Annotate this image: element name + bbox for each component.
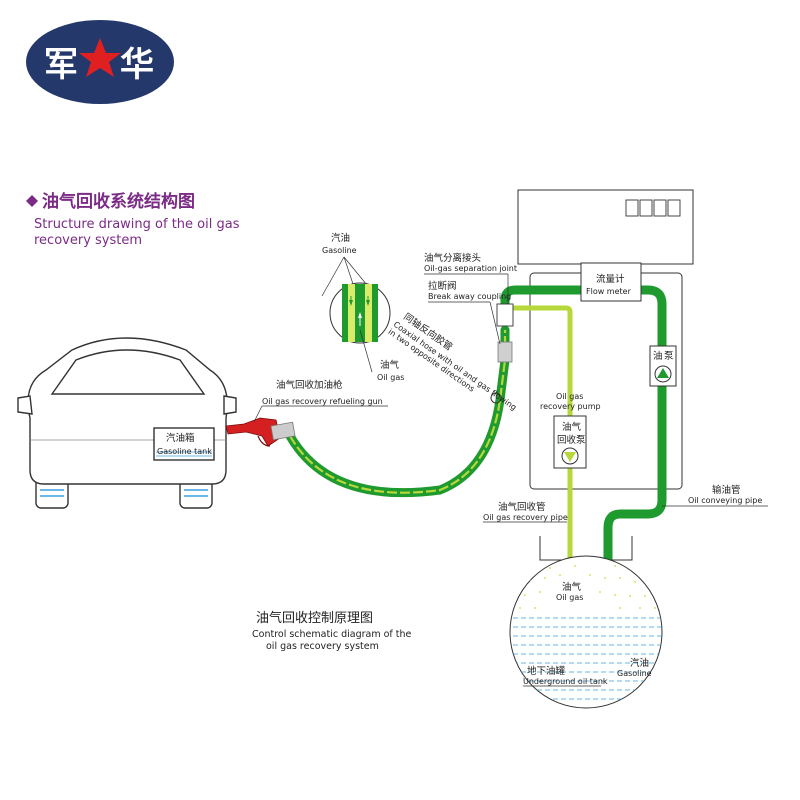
diagram-title: 油气回收系统结构图 Structure drawing of the oil g… [26, 191, 240, 248]
tank-liquid [510, 565, 662, 700]
title-en-line1: Structure drawing of the oil gas [34, 217, 240, 232]
arrow-down-icon [349, 300, 353, 306]
flow-meter [580, 262, 642, 302]
pump-down-arrow-icon [564, 452, 576, 462]
underground-tank [509, 536, 663, 709]
dispenser-top-display [517, 189, 694, 265]
breakaway-cn: 拉断阀 [428, 280, 457, 292]
flowmeter-en: Flow meter [586, 287, 632, 296]
oilpump-cn1: 油 [653, 350, 663, 362]
car-windshield [50, 349, 206, 395]
logo-right-char: 华 [120, 45, 154, 85]
gasoline-tank-box [153, 427, 215, 461]
coaxial-hose [285, 325, 510, 498]
tank-oilgas-en: Oil gas [556, 593, 583, 602]
pump-en1: Oil gas [556, 392, 583, 401]
dispenser [517, 189, 694, 490]
car [17, 337, 237, 509]
separation-cn: 油气分离接头 [424, 252, 481, 264]
gun-label-en: Oil gas recovery refueling gun [262, 397, 383, 406]
star-icon [79, 38, 121, 77]
pump-cn1: 油气 [562, 421, 582, 433]
underground-en: Underground oil tank [523, 677, 608, 686]
logo-left-char: 军 [44, 45, 78, 85]
oil-conveying-pipe [500, 285, 667, 675]
tank-gasoline-en: Gasoline [617, 669, 652, 678]
caption-en-line2: oil gas recovery system [266, 641, 379, 652]
caption-en-line1: Control schematic diagram of the [252, 629, 412, 640]
oilpump-cn2: 泵 [664, 351, 674, 362]
hose-detail: 汽油 Gasoline 油气 Oil gas [321, 232, 404, 382]
tank-label-en: Gasoline tank [157, 447, 212, 456]
separation-en: Oil-gas separation joint [424, 264, 517, 273]
title-cn: 油气回收系统结构图 [42, 191, 195, 212]
gasoline-top-en: Gasoline [322, 246, 357, 255]
recovery-pipe-en: Oil gas recovery pipe [483, 513, 568, 522]
gun-label-cn: 油气回收加油枪 [276, 379, 343, 391]
diamond-bullet-icon [26, 195, 38, 207]
breakaway-coupling [497, 341, 513, 363]
tank-label-cn: 汽油箱 [166, 432, 195, 444]
control-caption: 油气回收控制原理图 Control schematic diagram of t… [252, 610, 412, 652]
caption-cn: 油气回收控制原理图 [256, 610, 373, 626]
pump-en2: recovery pump [540, 402, 601, 411]
company-logo: 军 华 [26, 20, 174, 104]
display-digits [625, 199, 681, 217]
breakaway-en: Break away coupling [428, 292, 511, 301]
arrow-down-icon [366, 300, 370, 306]
title-en-line2: recovery system [34, 233, 142, 248]
oilgas-detail-en: Oil gas [377, 373, 404, 382]
pump-up-arrow-icon [657, 368, 669, 378]
coaxial-en1: Coaxial hose with oil and gas flowing [392, 320, 519, 412]
underground-cn: 地下油罐 [527, 665, 566, 677]
arrow-up-icon [358, 312, 362, 318]
separation-joint [496, 303, 514, 327]
tank-oilgas-cn: 油气 [562, 581, 582, 593]
recovery-pipe-cn: 油气回收管 [498, 501, 546, 513]
conveying-cn: 输油管 [712, 484, 741, 496]
gasoline-top-cn: 汽油 [331, 232, 350, 244]
pump-cn2: 回收泵 [557, 434, 586, 446]
refueling-gun [225, 417, 296, 447]
flowmeter-cn: 流量计 [596, 273, 625, 285]
hose-coupling-ring [490, 392, 502, 404]
oilgas-detail-cn: 油气 [380, 359, 400, 371]
conveying-en: Oil conveying pipe [688, 496, 762, 505]
tank-gasoline-cn: 汽油 [630, 657, 649, 669]
